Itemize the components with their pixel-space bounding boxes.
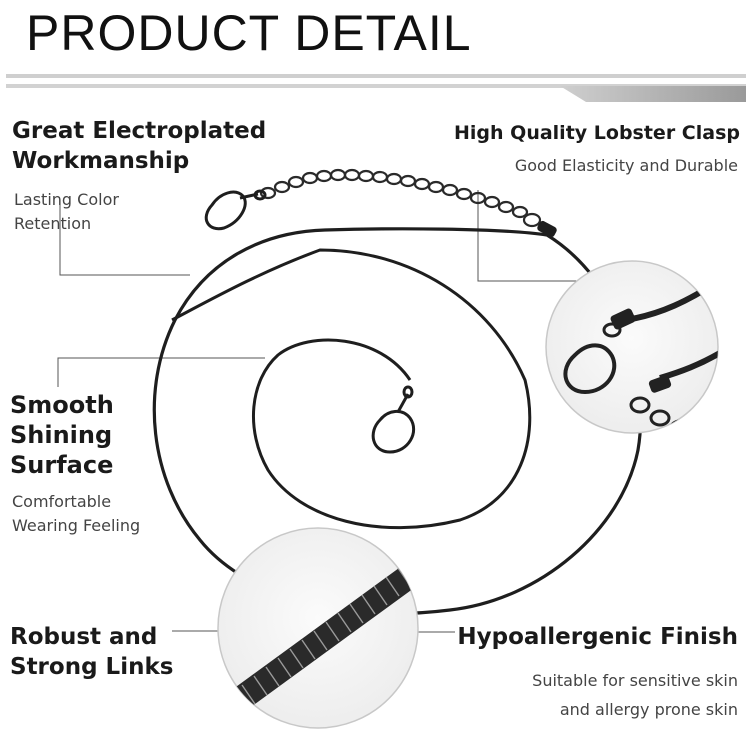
leader-line-surface (57, 357, 265, 387)
feature-desc-line: Comfortable (12, 492, 112, 511)
feature-surface-title: Smooth Shining Surface (10, 390, 114, 480)
feature-title-line: Great Electroplated (12, 118, 267, 144)
feature-title-line: Strong Links (10, 654, 174, 680)
feature-links-title: Robust and Strong Links (10, 622, 173, 682)
end-cap-right (537, 220, 557, 238)
feature-title-line: Hypoallergenic Finish (457, 624, 738, 650)
feature-title-line: Workmanship (12, 148, 190, 174)
chain-inner-coil (171, 248, 532, 530)
feature-title-line: Surface (10, 451, 114, 479)
feature-desc-line: Wearing Feeling (12, 516, 141, 535)
feature-clasp-desc: Good Elasticity and Durable (515, 154, 738, 178)
feature-title-line: High Quality Lobster Clasp (454, 122, 740, 144)
header-rule (6, 74, 746, 78)
feature-workmanship-title: Great Electroplated Workmanship (12, 116, 266, 176)
chain-outer-loop (152, 227, 643, 616)
zoom-lens-clasp (545, 260, 719, 434)
feature-finish-desc: Suitable for sensitive skin and allergy … (532, 666, 738, 724)
feature-desc-line: Good Elasticity and Durable (514, 156, 738, 175)
feature-title-line: Smooth (10, 391, 114, 419)
feature-surface-desc: Comfortable Wearing Feeling (12, 490, 140, 538)
feature-clasp-title: High Quality Lobster Clasp (454, 118, 740, 148)
header-rule-wedge (560, 86, 746, 102)
page-title: PRODUCT DETAIL (26, 5, 472, 61)
feature-title-line: Shining (10, 421, 113, 449)
header-rule-secondary (6, 84, 746, 88)
necklace-chain (152, 168, 643, 616)
lobster-clasp-top (204, 189, 267, 231)
zoom-lens-links (217, 527, 419, 729)
feature-desc-line: and allergy prone skin (559, 700, 738, 719)
feature-finish-title: Hypoallergenic Finish (457, 622, 738, 652)
leader-line-workmanship (59, 205, 190, 276)
leader-line-clasp (477, 190, 615, 282)
extender-chain-links (259, 168, 542, 228)
feature-workmanship-desc: Lasting Color Retention (14, 188, 119, 236)
feature-desc-line: Suitable for sensitive skin (532, 671, 738, 690)
lobster-clasp-inner (371, 385, 416, 454)
feature-desc-line: Retention (14, 214, 92, 233)
feature-desc-line: Lasting Color (14, 190, 119, 209)
feature-title-line: Robust and (10, 624, 158, 650)
